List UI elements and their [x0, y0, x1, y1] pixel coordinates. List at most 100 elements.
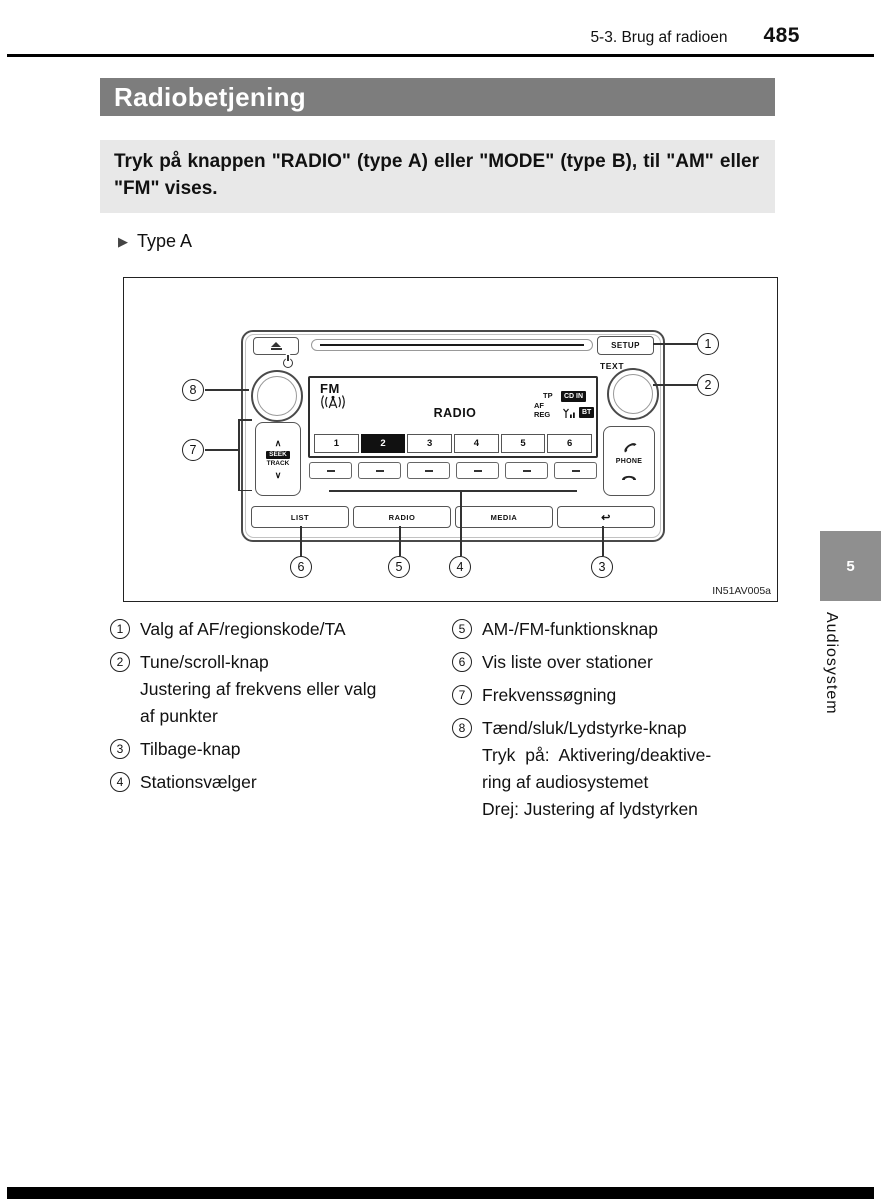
callout-7: 7 — [182, 439, 204, 461]
chevron-up-icon: ∧ — [274, 437, 282, 448]
seek-label: SEEK — [266, 450, 290, 459]
radio-display: FM RADIO TP AF REG CD IN — [308, 376, 598, 458]
legend-item: 4 Stationsvælger — [110, 769, 448, 796]
preset-cell: 5 — [500, 434, 546, 453]
legend-right-column: 5 AM-/FM-funktionsknap 6 Vis liste over … — [452, 616, 784, 829]
preset-cell-active: 2 — [360, 434, 406, 453]
footer-bar — [7, 1187, 874, 1199]
station-button — [407, 462, 450, 479]
preset-strip: 1 2 3 4 5 6 — [314, 434, 593, 453]
station-button — [358, 462, 401, 479]
callout-6: 6 — [290, 556, 312, 578]
radio-faceplate: SETUP TEXT FM RADIO — [241, 330, 665, 542]
callout-3: 3 — [591, 556, 613, 578]
leader-line — [460, 490, 462, 556]
text-label: TEXT — [600, 361, 625, 371]
legend-line: Justering af frekvens eller valg — [140, 679, 377, 699]
preset-cell: 3 — [407, 434, 453, 453]
legend-item: 3 Tilbage-knap — [110, 736, 448, 763]
af-indicator: AF — [534, 401, 544, 410]
bottom-button-row: LIST RADIO MEDIA ↩ — [251, 506, 655, 528]
reg-indicator: REG — [534, 410, 551, 419]
legend-line: Stationsvælger — [140, 772, 257, 792]
eject-icon — [271, 342, 281, 347]
callout-1: 1 — [697, 333, 719, 355]
legend-line: Tryk på: Aktivering/deaktive- — [482, 745, 712, 765]
callout-8: 8 — [182, 379, 204, 401]
callout-2: 2 — [697, 374, 719, 396]
back-arrow-icon: ↩ — [601, 511, 611, 524]
legend-line: Frekvenssøgning — [482, 685, 617, 705]
phone-button: PHONE — [603, 426, 655, 496]
legend-item: 2 Tune/scroll-knap Justering af frekvens… — [110, 649, 448, 730]
type-a-row: ▶ Type A — [118, 231, 192, 252]
back-button: ↩ — [557, 506, 655, 528]
leader-line — [653, 343, 697, 345]
tp-indicator: TP — [543, 391, 553, 400]
triangle-bullet-icon: ▶ — [118, 234, 128, 249]
page-number: 485 — [763, 24, 800, 47]
legend-line: ring af audiosystemet — [482, 772, 649, 792]
phone-label: PHONE — [615, 457, 643, 465]
legend-item: 7 Frekvenssøgning — [452, 682, 784, 709]
tune-scroll-knob — [607, 368, 659, 420]
legend-text: Tænd/sluk/Lydstyrke-knap Tryk på: Aktive… — [482, 715, 711, 823]
legend-number: 5 — [452, 619, 472, 639]
leader-line — [300, 526, 302, 556]
legend-number: 4 — [110, 772, 130, 792]
preset-cell: 1 — [314, 434, 359, 453]
legend-text: Frekvenssøgning — [482, 682, 616, 709]
radio-diagram: SETUP TEXT FM RADIO — [123, 277, 778, 602]
page-title: Radiobetjening — [100, 78, 775, 116]
eject-button — [253, 337, 299, 355]
broadcast-antenna-icon — [316, 395, 350, 414]
volume-power-knob — [251, 370, 303, 422]
radio-button: RADIO — [353, 506, 451, 528]
instruction-box: Tryk på knappen "RADIO" (type A) eller "… — [100, 140, 775, 213]
station-button — [554, 462, 597, 479]
callout-5: 5 — [388, 556, 410, 578]
power-icon — [283, 358, 293, 368]
station-button — [309, 462, 352, 479]
leader-line — [205, 389, 249, 391]
page-header: 5-3. Brug af radioen 485 — [0, 24, 800, 48]
leader-line — [238, 489, 252, 491]
leader-line — [205, 449, 239, 451]
legend-line: Tænd/sluk/Lydstyrke-knap — [482, 718, 687, 738]
leader-line — [238, 419, 252, 421]
setup-button: SETUP — [597, 336, 654, 355]
leader-line — [238, 419, 240, 491]
legend-line: Tilbage-knap — [140, 739, 241, 759]
legend-text: Tune/scroll-knap Justering af frekvens e… — [140, 649, 376, 730]
seek-track-button: ∧ SEEK TRACK ∨ — [255, 422, 301, 496]
leader-line — [399, 526, 401, 556]
legend-line: Vis liste over stationer — [482, 652, 653, 672]
legend-number: 8 — [452, 718, 472, 738]
station-button — [456, 462, 499, 479]
handset-pickup-icon — [617, 434, 640, 458]
legend-line: af punkter — [140, 706, 218, 726]
legend-item: 8 Tænd/sluk/Lydstyrke-knap Tryk på: Akti… — [452, 715, 784, 823]
legend-item: 1 Valg af AF/regionskode/TA — [110, 616, 448, 643]
leader-line — [653, 384, 697, 386]
legend-text: Vis liste over stationer — [482, 649, 653, 676]
list-button: LIST — [251, 506, 349, 528]
legend-number: 1 — [110, 619, 130, 639]
chapter-tab: 5 — [820, 531, 881, 601]
legend-text: Tilbage-knap — [140, 736, 241, 763]
band-label: FM — [320, 381, 340, 396]
legend-line: Drej: Justering af lydstyrken — [482, 799, 698, 819]
legend-text: AM-/FM-funktionsknap — [482, 616, 658, 643]
legend-item: 6 Vis liste over stationer — [452, 649, 784, 676]
media-button: MEDIA — [455, 506, 553, 528]
type-a-label: Type A — [137, 231, 193, 251]
signal-strength-icon — [562, 406, 576, 424]
legend-line: Valg af AF/regionskode/TA — [140, 619, 346, 639]
leader-line — [602, 526, 604, 556]
station-selector-row — [309, 462, 597, 479]
station-button — [505, 462, 548, 479]
legend-line: Tune/scroll-knap — [140, 652, 269, 672]
legend-number: 2 — [110, 652, 130, 672]
preset-cell: 4 — [454, 434, 499, 453]
